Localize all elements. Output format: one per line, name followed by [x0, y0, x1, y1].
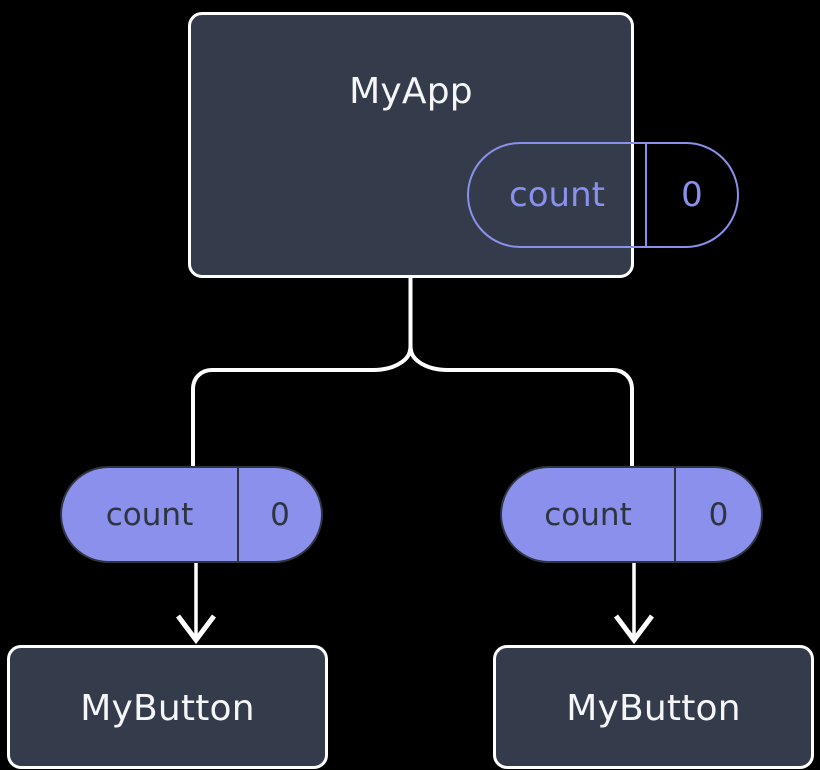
prop-pill-key: count — [62, 468, 239, 561]
prop-pill-key: count — [502, 468, 676, 561]
state-pill-myapp-count[interactable]: count 0 — [467, 142, 739, 248]
component-box-myapp[interactable]: MyApp count 0 — [188, 12, 739, 278]
prop-pill-right-count[interactable]: count 0 — [500, 466, 763, 563]
component-box-mybutton-left[interactable]: MyButton — [7, 645, 328, 769]
component-label-myapp: MyApp — [349, 71, 473, 112]
fork-connector — [408, 276, 634, 468]
prop-pill-left-count[interactable]: count 0 — [60, 466, 323, 563]
arrow-head-right-icon — [614, 614, 654, 645]
prop-pill-value: 0 — [270, 496, 290, 533]
state-pill-key: count — [469, 144, 647, 246]
fork-connector-left-branch — [191, 343, 413, 468]
state-pill-value: 0 — [681, 175, 703, 215]
prop-pill-value: 0 — [708, 496, 729, 533]
component-label-mybutton-right: MyButton — [566, 688, 741, 729]
component-label-mybutton-left: MyButton — [80, 688, 255, 729]
component-box-mybutton-right[interactable]: MyButton — [493, 645, 814, 769]
arrow-head-left-icon — [176, 614, 216, 645]
